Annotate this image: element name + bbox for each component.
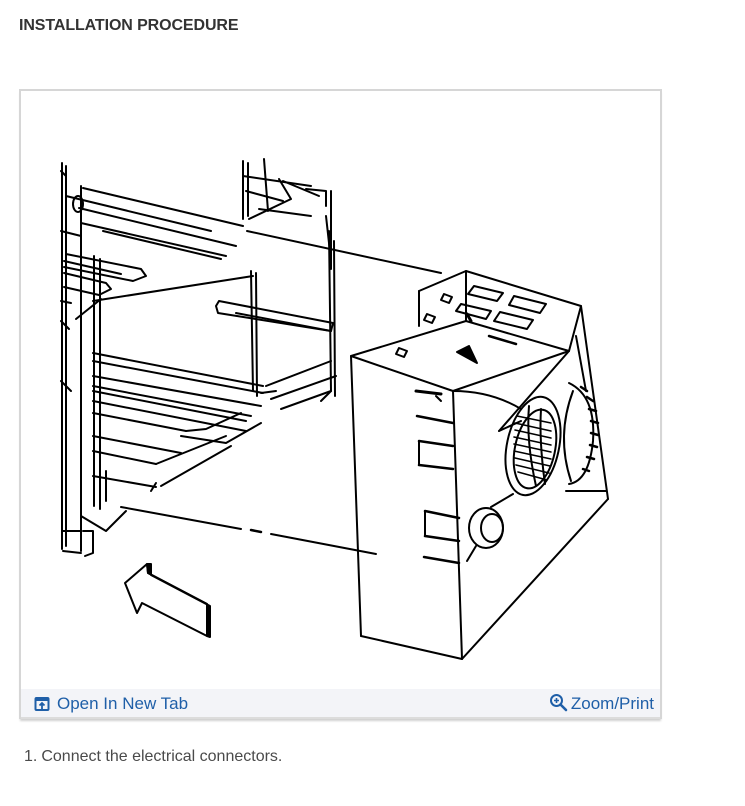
figure-footer-bar: Open In New Tab Zoom/Print bbox=[21, 689, 660, 719]
open-in-new-tab-label: Open In New Tab bbox=[57, 694, 189, 713]
zoom-print-link[interactable]: Zoom/Print bbox=[549, 693, 654, 715]
open-in-new-tab-link[interactable]: Open In New Tab bbox=[34, 693, 188, 715]
section-title: INSTALLATION PROCEDURE bbox=[19, 17, 239, 34]
zoom-print-label: Zoom/Print bbox=[570, 694, 654, 713]
figure-container: Open In New Tab Zoom/Print bbox=[19, 89, 662, 719]
open-in-new-tab-icon bbox=[34, 696, 50, 712]
procedure-step: 1. Connect the electrical connectors. bbox=[24, 748, 282, 766]
step-number: 1. bbox=[24, 748, 38, 765]
zoom-in-icon bbox=[549, 693, 568, 712]
step-text: Connect the electrical connectors. bbox=[41, 748, 283, 765]
diagram-drawing bbox=[60, 158, 609, 660]
installation-diagram-image[interactable] bbox=[21, 91, 660, 689]
procedure-steps: 1. Connect the electrical connectors. bbox=[24, 748, 282, 766]
